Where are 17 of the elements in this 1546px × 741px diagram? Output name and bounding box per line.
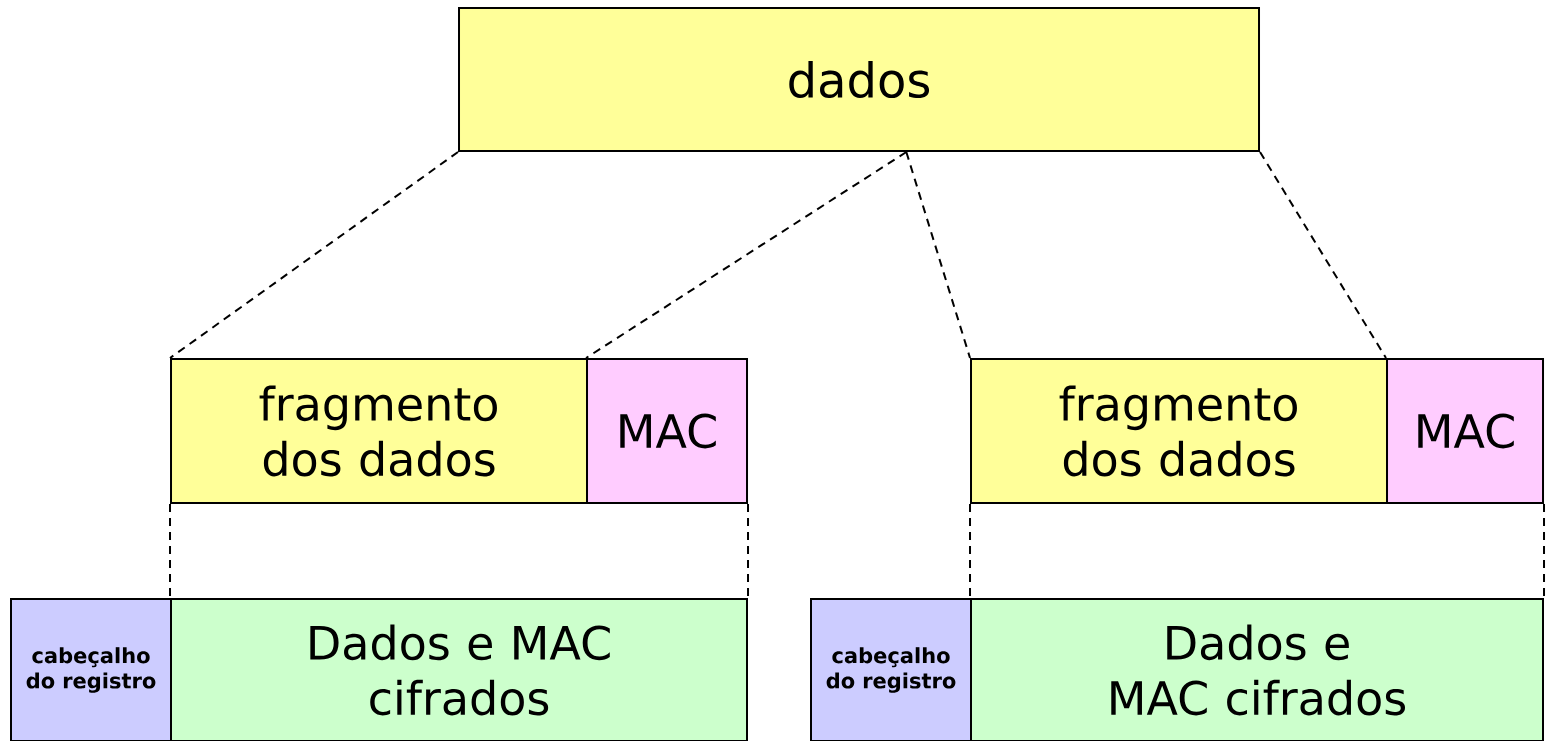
mac-box: MAC xyxy=(1386,358,1544,504)
dashed-line xyxy=(585,151,908,359)
dashed-line xyxy=(1259,151,1387,359)
data-box: dados xyxy=(458,7,1260,152)
mac-box: MAC xyxy=(586,358,748,504)
header-box: cabeçalho do registro xyxy=(10,598,172,741)
fragment-box: fragmento dos dados xyxy=(970,358,1388,504)
dashed-line xyxy=(169,503,171,599)
fragment-box: fragmento dos dados xyxy=(170,358,588,504)
encrypted-box: Dados e MAC cifrados xyxy=(170,598,748,741)
dashed-line xyxy=(969,503,971,599)
encrypted-box: Dados e MAC cifrados xyxy=(970,598,1544,741)
header-box: cabeçalho do registro xyxy=(810,598,972,741)
dashed-line xyxy=(747,503,749,599)
dashed-line xyxy=(1543,503,1545,599)
dashed-line xyxy=(905,151,971,359)
dashed-line xyxy=(169,151,459,359)
